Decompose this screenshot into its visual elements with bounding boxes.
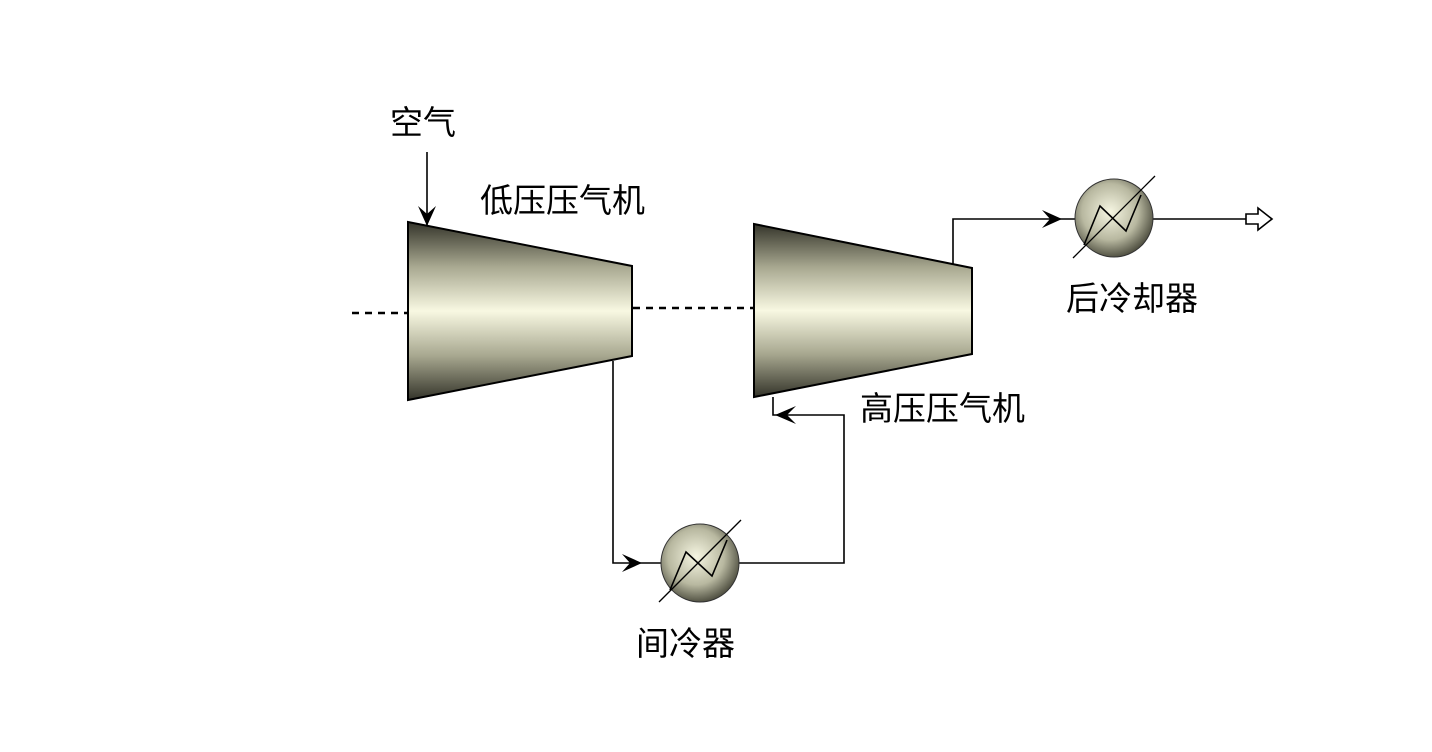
heat-exchanger-zigzag (669, 539, 728, 591)
aftercooler-label: 后冷却器 (1066, 279, 1198, 318)
intercooler-block[interactable] (658, 519, 742, 603)
hp-compressor-label: 高压压气机 (860, 389, 1025, 428)
hp-outlet-stream[interactable] (952, 210, 1076, 265)
air-feed-label: 空气 (390, 103, 456, 142)
heat-exchanger-diagonal (1072, 175, 1156, 259)
lp-outlet-stream[interactable] (612, 361, 662, 572)
heat-exchanger-diagonal (658, 519, 742, 603)
arrowhead-icon (775, 406, 796, 424)
intercooler-outlet-stream[interactable] (738, 397, 845, 564)
arrowhead-icon (622, 554, 642, 572)
intercooler-label: 间冷器 (636, 624, 735, 663)
open-arrow-icon (1245, 206, 1274, 232)
air-feed-stream[interactable] (418, 152, 436, 226)
lp-compressor-label: 低压压气机 (480, 181, 645, 220)
lp-compressor-block[interactable] (407, 220, 633, 402)
arrowhead-icon (418, 206, 436, 226)
arrowhead-icon (1042, 210, 1062, 228)
heat-exchanger-zigzag (1083, 194, 1142, 246)
aftercooler-block[interactable] (1072, 175, 1156, 259)
product-stream[interactable] (1152, 206, 1274, 232)
hp-compressor-block[interactable] (753, 222, 973, 399)
